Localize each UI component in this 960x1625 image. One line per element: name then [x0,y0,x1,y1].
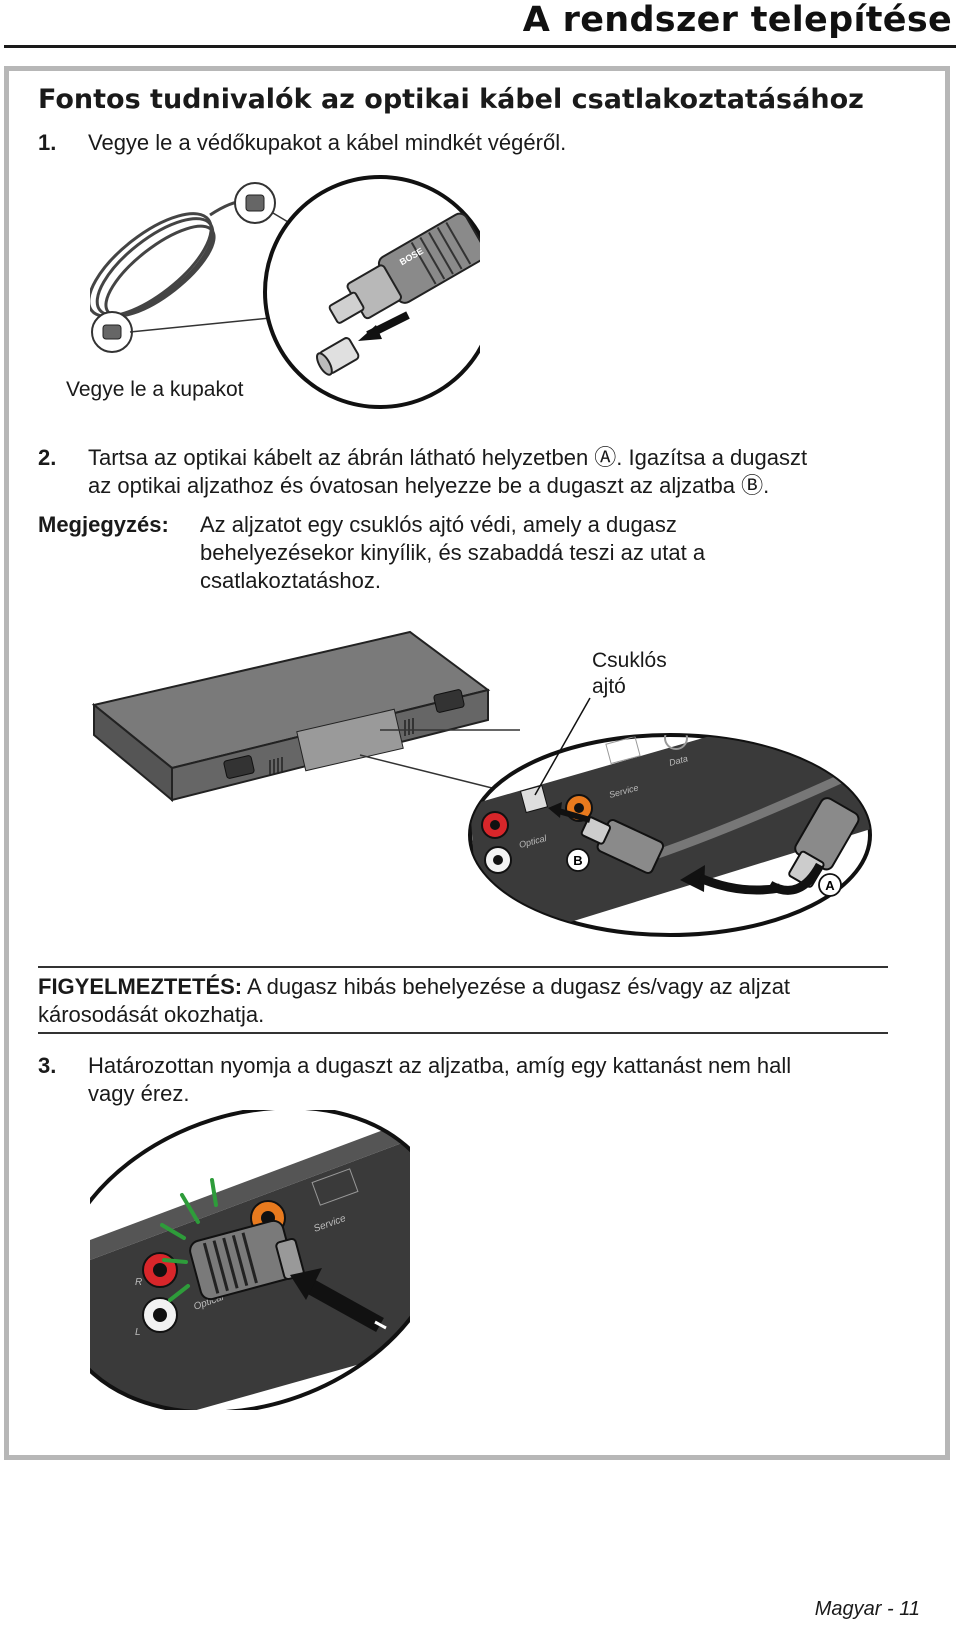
label-b: B [573,853,582,868]
note-line1: Az aljzatot egy csuklós ajtó védi, amely… [200,512,677,537]
step-1-number: 1. [38,130,57,155]
warning-label: FIGYELMEZTETÉS: [38,974,243,999]
step-2-text-line2: az optikai aljzathoz és óvatosan helyezz… [88,473,770,498]
step-3-number: 3. [38,1053,57,1078]
warning-line2: károsodását okozhatja. [38,1002,265,1027]
section-heading: Fontos tudnivalók az optikai kábel csatl… [38,84,864,115]
figure-cable-cap: BOSE [90,175,480,409]
figure-1-caption: Vegye le a kupakot [66,378,244,401]
optical-port-icon [519,784,549,814]
zoom-connection-circle: Optical Service Data [468,733,872,937]
optical-plug-icon: BOSE [328,212,480,324]
label-r: R [135,1277,142,1288]
cable-end-top-icon [234,182,276,224]
cable-end-bottom-icon [91,311,133,353]
note-line3: csatlakoztatáshoz. [200,568,381,593]
cap-icon [316,337,360,376]
warning-line1: FIGYELMEZTETÉS: A dugasz hibás behelyezé… [38,972,790,1002]
label-l: L [135,1327,141,1338]
warning-text: A dugasz hibás behelyezése a dugasz és/v… [242,974,791,999]
data-panel-label: Data [668,753,689,768]
figure-console-connection: Optical Service Data [91,630,872,937]
callout-hinged-door-line1: Csuklós [592,649,667,672]
callout-hinged-door-line2: ajtó [592,675,626,698]
step-3-text-line1: Határozottan nyomja a dugaszt az aljzatb… [88,1053,792,1078]
console-icon [91,630,491,803]
page-title: A rendszer telepítése [522,0,952,40]
step-3-text-line2: vagy érez. [88,1081,190,1106]
note-label: Megjegyzés: [38,512,169,537]
step-1-text: Vegye le a védőkupakot a kábel mindkét v… [88,130,567,155]
label-a-badge: A [818,873,842,897]
content-frame [4,66,950,1460]
page-number: Magyar - 11 [814,1598,920,1620]
step-1: 1. [38,128,56,158]
plug-b-icon [580,816,665,874]
warning-rule-bottom [38,1032,888,1034]
header-rule [4,45,956,48]
step-2-number: 2. [38,445,57,470]
label-a: A [825,878,835,893]
warning-rule-top [38,966,888,968]
click-indicator-icon [160,1178,218,1302]
label-b-badge: B [566,848,590,872]
figure-plug-click: R L Optical Service [90,1110,410,1410]
step-2-text-line1: Tartsa az optikai kábelt az ábrán láthat… [88,445,808,470]
note-line2: behelyezésekor kinyílik, és szabaddá tes… [200,540,706,565]
